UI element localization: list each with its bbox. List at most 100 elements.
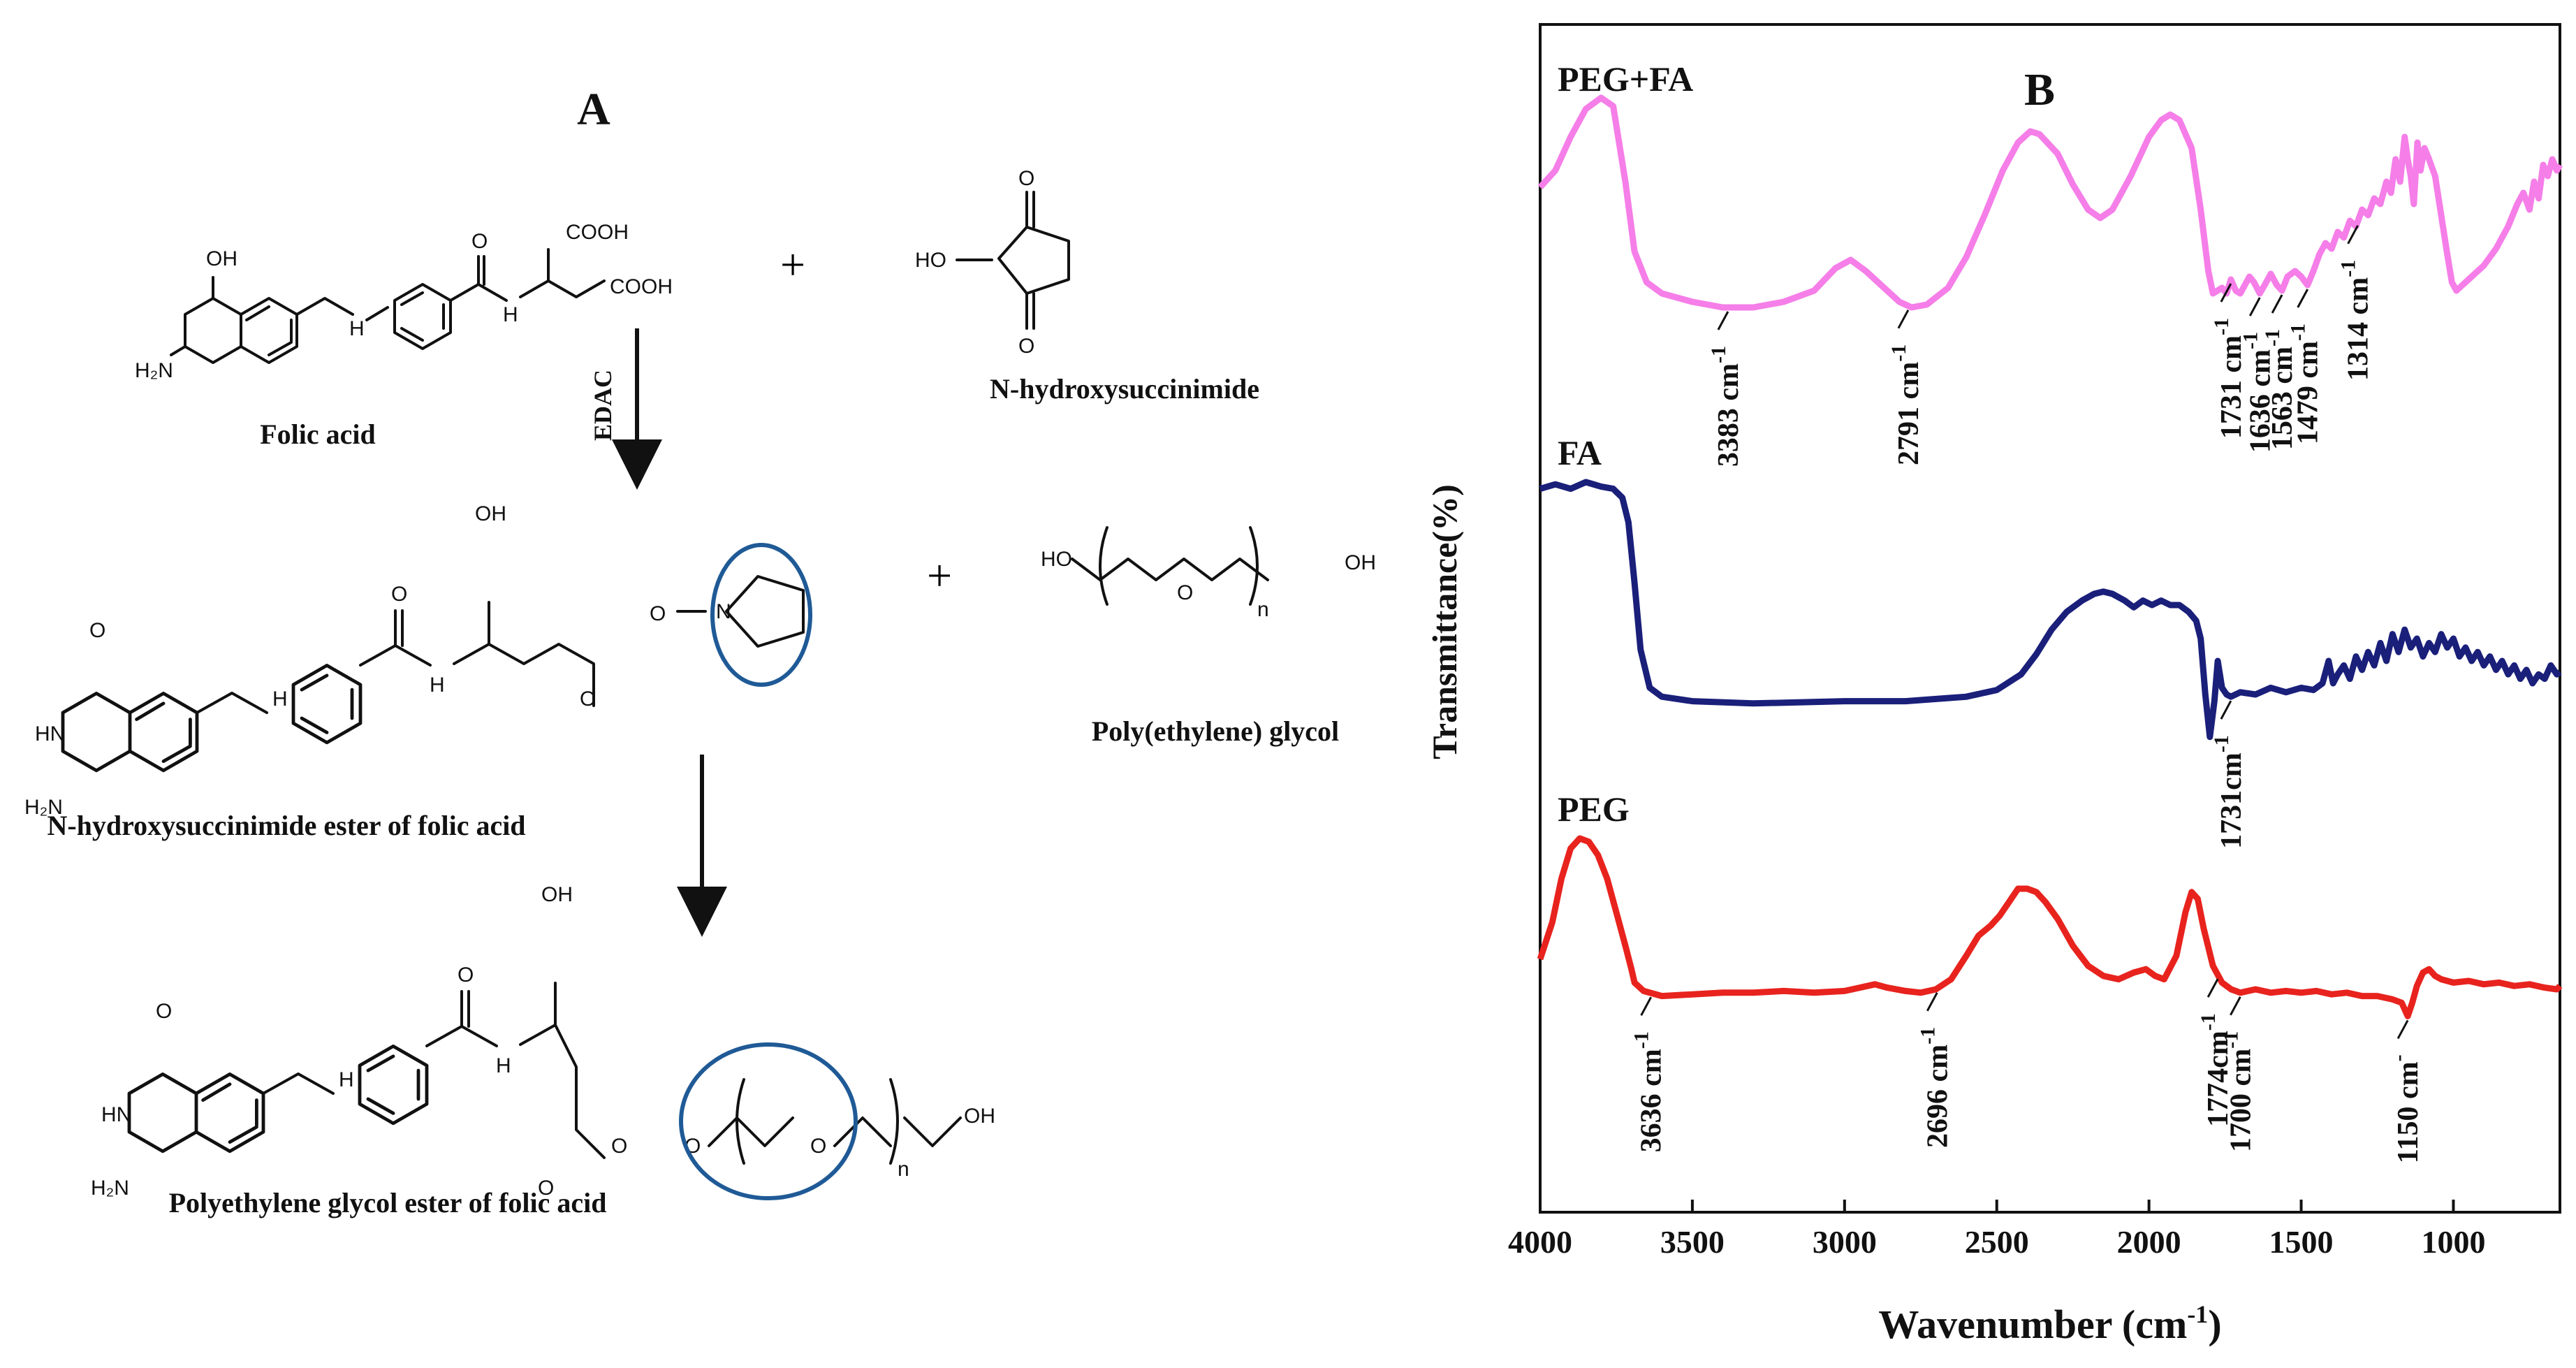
peak-arrow-0-4 <box>2271 294 2283 314</box>
atom-h-4: H <box>339 1068 354 1091</box>
peg-label: Poly(ethylene) glycol <box>1092 715 1339 747</box>
peak-label-exp: -1 <box>2210 318 2233 335</box>
series-line-fa <box>1539 479 2562 741</box>
reaction-scheme-svg: A OH H₂N H O H COOH COOH Folic acid + O … <box>24 84 1376 1218</box>
atom-oh-3: OH <box>475 502 506 525</box>
atom-oh-peg: OH <box>1345 551 1376 574</box>
peak-label-exp: -1 <box>2261 329 2284 347</box>
atom-hn-2: HN <box>35 722 65 745</box>
highlight-circle-peg <box>679 1042 858 1200</box>
atom-o-2: O <box>89 619 105 642</box>
plus-sign-1: + <box>780 240 805 289</box>
atom-cooh-1: COOH <box>566 221 629 244</box>
peak-label-text: 3383 cm <box>1713 363 1745 467</box>
peak-label-text: 3636 cm <box>1636 1049 1668 1152</box>
series-layer: PEG+FA FA PEG <box>1537 59 2563 1019</box>
peak-label-2-0: 3636 cm-1 <box>1630 1031 1668 1152</box>
peak-arrow-2-1 <box>1926 992 1938 1012</box>
peak-label-text: 1636 cm <box>2244 349 2276 453</box>
peak-arrow-2-3 <box>2230 996 2241 1016</box>
peak-label-text: 1563 cm <box>2267 347 2299 450</box>
peak-label-text: 1731cm <box>2216 752 2248 849</box>
peak-label-text: 1150 cm <box>2392 1061 2424 1163</box>
peak-label-exp: -1 <box>2337 260 2360 277</box>
peak-label-2-3: 1700 cm-1 <box>2219 1031 2257 1152</box>
peak-label-exp: -1 <box>1887 344 1910 362</box>
series-line-peg-fa <box>1537 94 2563 311</box>
atom-oh: OH <box>206 247 237 270</box>
peak-label-0-4: 1563 cm-1 <box>2261 329 2299 450</box>
reaction-scheme-panel: A OH H₂N H O H COOH COOH Folic acid + O … <box>24 84 1376 1218</box>
peak-label-exp: - <box>2387 1054 2410 1061</box>
series-name-0: PEG+FA <box>1558 59 1693 99</box>
peak-label-0-2: 1731 cm-1 <box>2210 318 2248 439</box>
x-axis-label-close: ) <box>2208 1302 2221 1347</box>
highlight-circle-nhs <box>710 543 812 687</box>
peg-structure: HO O n OH <box>1041 526 1376 621</box>
atom-o-ester-2: O <box>611 1135 627 1158</box>
series-name-2: PEG <box>1558 789 1630 829</box>
atom-o-ester: O <box>650 602 666 625</box>
peak-arrow-0-3 <box>2248 297 2261 316</box>
peak-label-exp: -1 <box>1630 1031 1653 1049</box>
panel-b-label: B <box>2024 64 2055 115</box>
x-axis-label: Wavenumber (cm-1) <box>1878 1300 2221 1347</box>
peak-label-text: 2696 cm <box>1922 1045 1954 1148</box>
atom-oh-5: OH <box>541 883 573 906</box>
atom-o-4: O <box>156 1000 172 1023</box>
atom-o-carbonyl-2: O <box>538 1177 554 1200</box>
atom-hn-4: HN <box>101 1103 131 1126</box>
plot-frame <box>1539 23 2561 1214</box>
peak-label-0-5: 1479 cm-1 <box>2287 323 2325 444</box>
peak-arrow-0-0 <box>1717 311 1729 330</box>
atom-hn-5: H <box>496 1054 511 1077</box>
peak-label-exp: -1 <box>1707 346 1730 363</box>
peak-arrow-0-5 <box>2297 289 2309 308</box>
atom-nh: H <box>349 317 365 340</box>
peak-label-text: 2791 cm <box>1893 362 1925 465</box>
peak-label-0-6: 1314 cm-1 <box>2337 260 2375 381</box>
peak-label-exp: -1 <box>2197 1013 2220 1031</box>
peak-label-0-0: 3383 cm-1 <box>1707 346 1745 467</box>
peak-arrow-0-2 <box>2220 283 2232 303</box>
panel-a-label: A <box>577 84 610 135</box>
x-tick-label-2: 3000 <box>1813 1224 1877 1260</box>
y-axis-label: Transmittance(%) <box>1425 484 1464 759</box>
atom-oh-peg-2: OH <box>964 1105 995 1128</box>
x-axis-label-sup: -1 <box>2187 1300 2208 1328</box>
peg-ester-label: Polyethylene glycol ester of folic acid <box>169 1187 607 1218</box>
peak-label-text: 1700 cm <box>2225 1049 2257 1152</box>
peak-label-text: 1314 cm <box>2343 277 2375 381</box>
peak-label-text: 1479 cm <box>2292 341 2325 444</box>
nhs-ester-label: N-hydroxysuccinimide ester of folic acid <box>47 810 525 841</box>
series-name-1: FA <box>1558 433 1602 472</box>
peak-label-text: 1774cm <box>2202 1031 2234 1127</box>
peg-ester-structure: O HN H₂N H O H OH O O O O n OH <box>91 883 995 1200</box>
atom-o-amide: O <box>471 230 488 253</box>
atom-o-peg: O <box>1177 581 1193 604</box>
atom-n-nhs: N <box>716 600 731 623</box>
peak-label-exp: -1 <box>2210 735 2233 752</box>
peak-label-0-3: 1636 cm-1 <box>2239 332 2276 453</box>
folic-acid-structure: OH H₂N H O H COOH COOH <box>135 221 673 382</box>
atom-h-2: H <box>272 687 288 711</box>
peak-label-exp: -1 <box>1916 1027 1939 1045</box>
atom-nh2-4: H₂N <box>91 1177 129 1200</box>
atom-o-5: O <box>458 963 474 987</box>
peak-arrow-1-0 <box>2220 700 2232 720</box>
ftir-chart-panel: B Transmittance(%) Wavenumber (cm-1) 400… <box>1411 0 2576 1365</box>
nhs-ester-structure: O HN H₂N H O H OH O O N <box>24 502 812 819</box>
ftir-chart-svg: B Transmittance(%) Wavenumber (cm-1) 400… <box>1425 23 2563 1347</box>
plus-sign-2: + <box>927 551 952 600</box>
peak-arrow-2-4 <box>2396 1019 2409 1040</box>
x-tick-label-6: 1000 <box>2421 1224 2485 1260</box>
x-axis-label-main: Wavenumber (cm <box>1878 1302 2187 1347</box>
peak-arrow-2-2 <box>2207 978 2219 998</box>
atom-hn-3: H <box>430 674 445 697</box>
peak-arrow-0-6 <box>2347 225 2359 245</box>
peak-label-text: 1731 cm <box>2216 335 2248 439</box>
peak-label-exp: -1 <box>2219 1031 2242 1049</box>
peak-label-exp: -1 <box>2239 332 2262 349</box>
